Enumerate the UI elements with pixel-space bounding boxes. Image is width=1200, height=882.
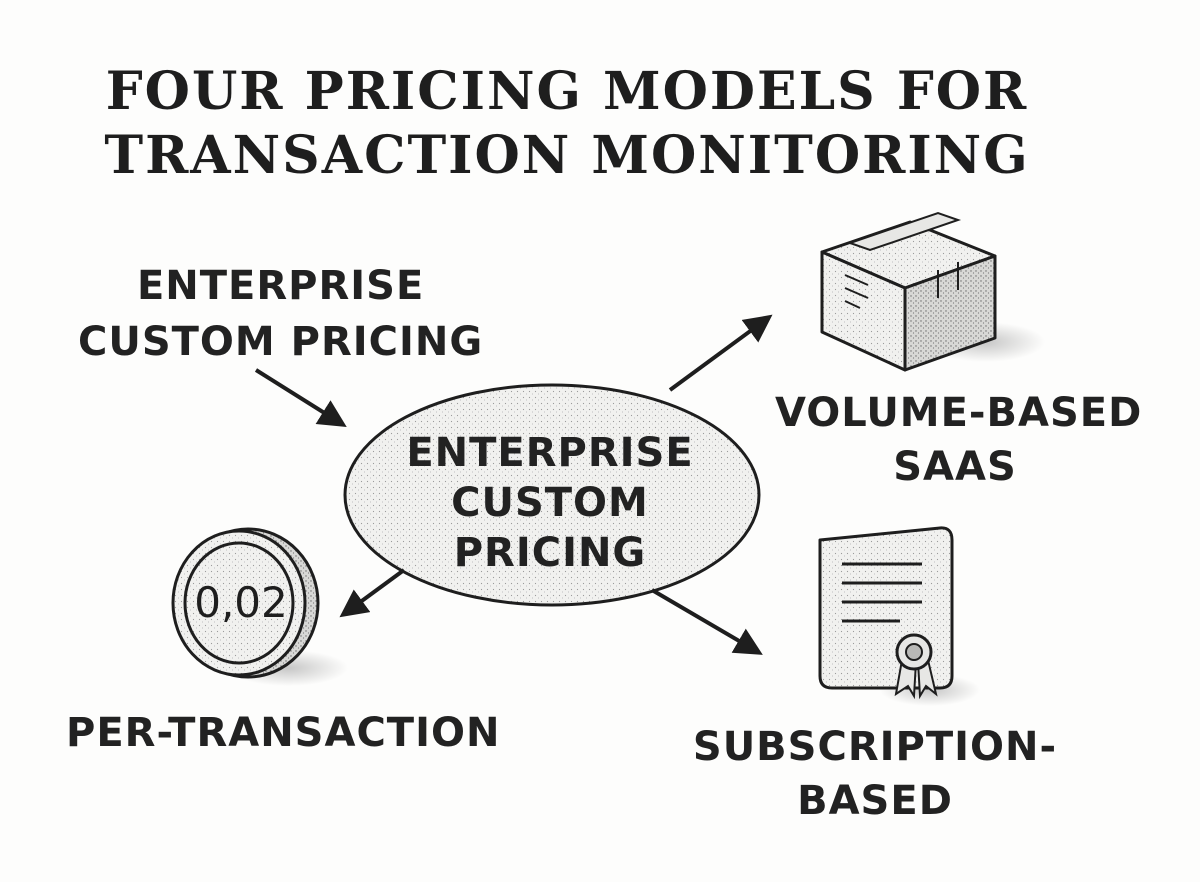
label-line: ENTERPRISE bbox=[136, 263, 425, 309]
coin-icon bbox=[171, 527, 348, 686]
label-line: SAAS bbox=[893, 444, 1017, 490]
label-enterprise-custom-pricing-source: ENTERPRISE CUSTOM PRICING bbox=[78, 258, 483, 370]
package-box-icon bbox=[820, 211, 1045, 372]
label-line: PRICING bbox=[453, 530, 647, 576]
coin-value: 0,02 bbox=[194, 578, 288, 627]
label-line: SUBSCRIPTION- bbox=[692, 724, 1058, 770]
label-volume-based-saas: VOLUME-BASED SAAS bbox=[775, 386, 1143, 494]
arrow-to-subscription bbox=[650, 588, 763, 655]
label-enterprise-custom-pricing-center: ENTERPRISE CUSTOM PRICING bbox=[380, 428, 720, 578]
label-line: VOLUME-BASED bbox=[775, 390, 1143, 436]
center-ellipse bbox=[343, 383, 761, 607]
arrow-into-center bbox=[254, 368, 347, 427]
title-line-1: FOUR PRICING MODELS FOR bbox=[105, 61, 1029, 122]
label-per-transaction: PER-TRANSACTION bbox=[66, 706, 500, 760]
arrow-to-volume bbox=[668, 314, 773, 392]
diagram-title: FOUR PRICING MODELS FOR TRANSACTION MONI… bbox=[0, 60, 1134, 188]
label-line: PER-TRANSACTION bbox=[66, 710, 501, 756]
label-subscription-based: SUBSCRIPTION- BASED bbox=[690, 720, 1060, 828]
label-line: BASED bbox=[797, 778, 953, 824]
label-line: CUSTOM PRICING bbox=[78, 319, 484, 365]
certificate-document-icon bbox=[818, 526, 980, 706]
title-line-2: TRANSACTION MONITORING bbox=[104, 125, 1030, 186]
arrow-to-per-transaction bbox=[339, 568, 406, 618]
label-line: CUSTOM bbox=[451, 480, 649, 526]
label-line: ENTERPRISE bbox=[406, 430, 694, 476]
